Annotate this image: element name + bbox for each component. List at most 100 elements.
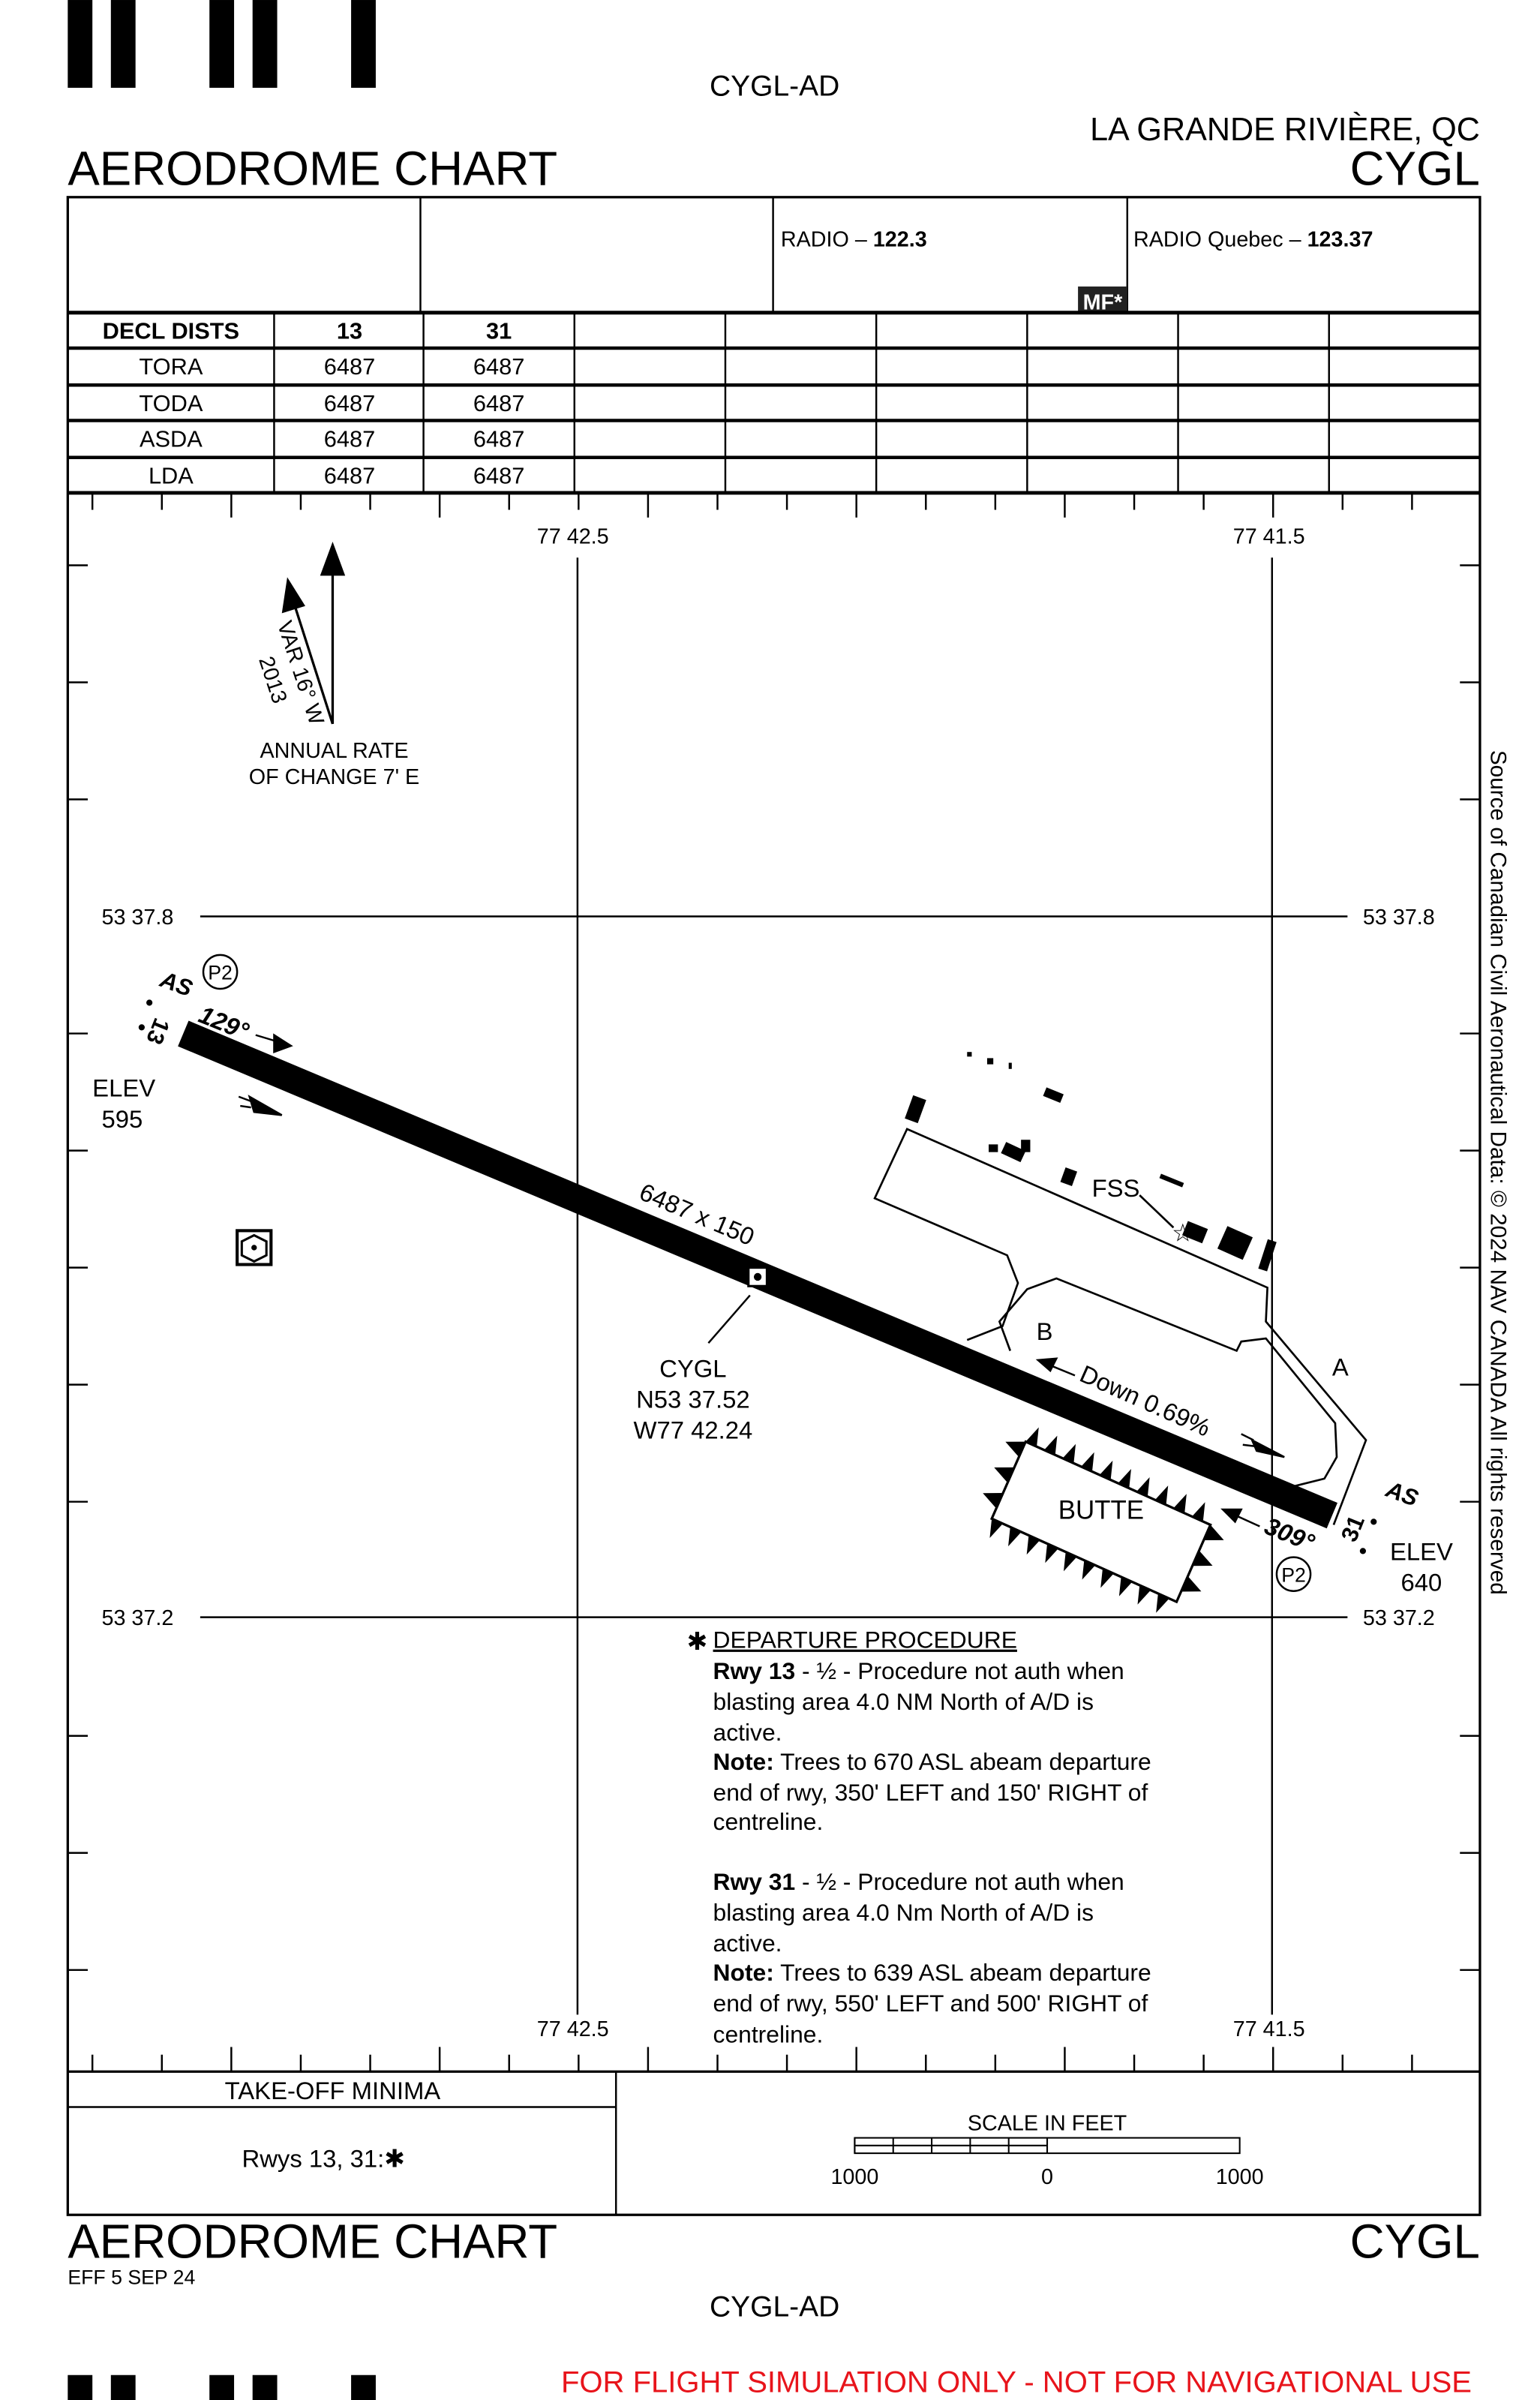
takeoff-minima-title: TAKE-OFF MINIMA (225, 2077, 441, 2104)
svg-text:centreline.: centreline. (713, 2020, 824, 2047)
elev-13: 595 (101, 1105, 143, 1133)
footer-title: AERODROME CHART (68, 2215, 557, 2269)
butte-tooth (1005, 1441, 1026, 1458)
scale-bar (854, 2137, 1241, 2155)
butte-tooth (1081, 1452, 1094, 1472)
table-header: DECL DISTS (103, 318, 239, 344)
table-cell: 6487 (324, 425, 375, 452)
approach-light-icon (1359, 1548, 1367, 1554)
butte-tooth (1082, 1560, 1096, 1580)
simulation-disclaimer: FOR FLIGHT SIMULATION ONLY - NOT FOR NAV… (561, 2365, 1472, 2398)
table-header: 31 (486, 318, 512, 344)
scale-mid: 0 (1041, 2165, 1053, 2189)
chart-title: AERODROME CHART (68, 142, 557, 195)
p2-marker (202, 954, 239, 990)
papi-icon (238, 1095, 283, 1116)
butte-label: BUTTE (1058, 1495, 1144, 1524)
scale-left: 1000 (830, 2165, 878, 2189)
lon-label: 77 42.5 (537, 525, 609, 549)
elev-label: ELEV (1390, 1538, 1453, 1566)
lat-label: 53 37.2 (1363, 1606, 1435, 1630)
butte-tooth (1181, 1575, 1202, 1592)
as-label: AS (156, 966, 197, 1002)
p2-label: P2 (1281, 1563, 1306, 1586)
table-cell: 6487 (473, 353, 524, 380)
table-cell: 6487 (473, 425, 524, 452)
table-cell: TODA (139, 390, 203, 416)
annual-rate: ANNUAL RATE (260, 739, 409, 763)
elev-label: ELEV (92, 1074, 155, 1102)
table-cell: 6487 (324, 390, 375, 416)
table-cell: ASDA (140, 425, 203, 452)
butte-tooth (1063, 1551, 1077, 1572)
approach-light-icon (146, 999, 153, 1006)
butte-tooth (1045, 1543, 1058, 1563)
asterisk-icon: ✱ (687, 1627, 708, 1655)
elev-31: 640 (1401, 1569, 1442, 1596)
table-cell: 6487 (324, 353, 375, 380)
butte-tooth (1062, 1443, 1076, 1464)
svg-text:end of rwy, 550' LEFT and 500': end of rwy, 550' LEFT and 500' RIGHT of (713, 1990, 1148, 2017)
rwy-31-label: 31 (1336, 1512, 1370, 1545)
butte-tooth (1043, 1435, 1058, 1455)
lat-label: 53 37.8 (101, 906, 173, 930)
north-arrow (281, 542, 346, 725)
table-cell: 6487 (324, 463, 375, 489)
approach-light-icon (138, 1024, 145, 1031)
doc-id-bottom: CYGL-AD (710, 2291, 839, 2323)
arp-lon: W77 42.24 (633, 1416, 752, 1444)
svg-text:blasting area 4.0 Nm North of: blasting area 4.0 Nm North of A/D is (713, 1899, 1094, 1926)
butte-tooth (1118, 1468, 1131, 1488)
svg-text:Rwy 13 - ½ - Procedure not aut: Rwy 13 - ½ - Procedure not auth when (713, 1657, 1124, 1684)
arp-lat: N53 37.52 (636, 1385, 749, 1413)
radio-quebec-frequency: RADIO Quebec – 123.37 (1133, 227, 1373, 251)
butte-tooth (1008, 1527, 1022, 1547)
butte-tooth (1137, 1584, 1151, 1605)
taxiway-a-label: A (1332, 1353, 1349, 1380)
annual-rate: OF CHANGE 7' E (249, 765, 419, 789)
butte-tooth (1154, 1485, 1169, 1505)
fss-label: FSS (1092, 1174, 1140, 1202)
svg-text:Note: Trees to 639 ASL abeam d: Note: Trees to 639 ASL abeam departure (713, 1959, 1151, 1986)
svg-text:Rwy 31 - ½ - Procedure not aut: Rwy 31 - ½ - Procedure not auth when (713, 1868, 1124, 1895)
heading-arrow-icon (255, 1033, 293, 1053)
scale-title: SCALE IN FEET (968, 2111, 1127, 2135)
butte-tooth (1136, 1477, 1150, 1497)
fss-star-icon: ☆ (1172, 1219, 1193, 1247)
butte-tooth (1203, 1524, 1224, 1541)
rwy-13-label: 13 (141, 1014, 175, 1048)
butte-tooth (1099, 1460, 1113, 1480)
as-label: AS (1382, 1476, 1422, 1512)
butte-tooth (1025, 1427, 1039, 1447)
approach-light-icon (1370, 1518, 1377, 1525)
butte-tooth (994, 1467, 1015, 1483)
buildings (905, 1052, 1277, 1272)
departure-procedure: ✱ DEPARTURE PROCEDURE Rwy 13 - ½ - Proce… (687, 1627, 1151, 2048)
svg-text:end of rwy, 350' LEFT and 150': end of rwy, 350' LEFT and 150' RIGHT of (713, 1779, 1148, 1806)
graticule-lines (200, 557, 1348, 2015)
graticule-ticks (68, 492, 1480, 2072)
taxiway-b-label: B (1037, 1317, 1053, 1345)
doc-id-top: CYGL-AD (710, 70, 839, 102)
registration-bars-top (68, 0, 376, 89)
arp-ident: CYGL (659, 1354, 726, 1382)
table-cell: TORA (139, 353, 203, 380)
decl-dists-table (68, 311, 1480, 495)
table-cell: 6487 (473, 463, 524, 489)
airport-ident: CYGL (1350, 142, 1480, 195)
heliport-icon (236, 1229, 273, 1266)
papi-icon (1241, 1433, 1285, 1458)
taxiways (873, 1128, 1367, 1525)
butte-tooth (983, 1493, 1004, 1509)
butte-tooth (1100, 1568, 1114, 1588)
source-credit: Source of Canadian Civil Aeronautical Da… (1485, 750, 1510, 1595)
slope-arrow-icon (1035, 1357, 1076, 1377)
registration-bars-bottom (68, 2374, 376, 2400)
svg-text:active.: active. (713, 1719, 782, 1746)
footer-ident: CYGL (1350, 2215, 1480, 2269)
lon-label: 77 41.5 (1233, 2017, 1305, 2041)
butte-tooth (1192, 1502, 1205, 1522)
butte-terrain (983, 1427, 1224, 1613)
lon-label: 77 41.5 (1233, 525, 1305, 549)
